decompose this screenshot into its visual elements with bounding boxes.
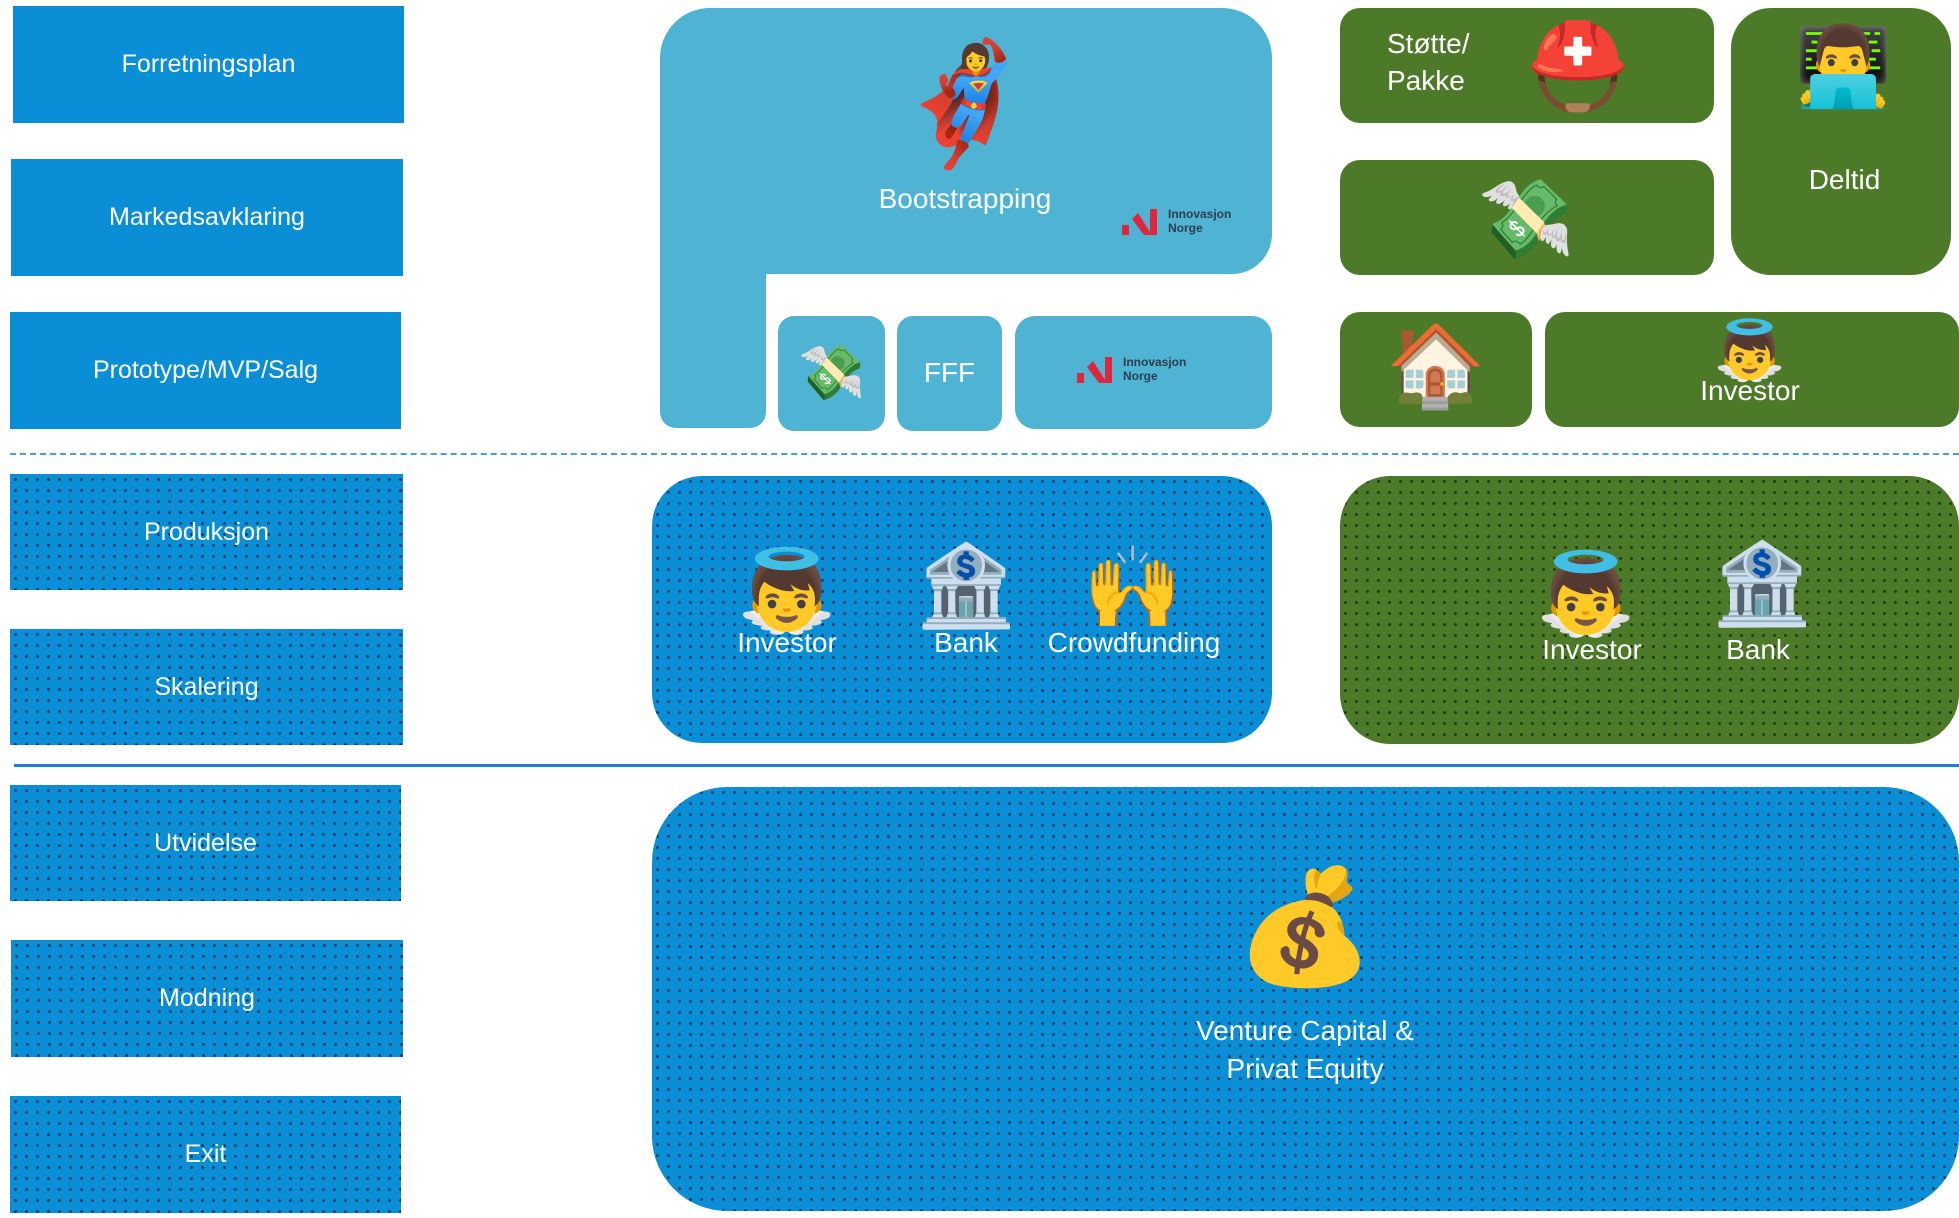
support-package-box: [1340, 8, 1714, 123]
fff-box: [897, 316, 1002, 431]
part-time-label: Deltid: [1808, 164, 1881, 195]
vc-line2: Privat Equity: [1226, 1052, 1384, 1084]
raising-hands-icon: 🙌: [1083, 543, 1183, 632]
house-icon: 🏠: [1386, 321, 1486, 410]
innovasjon-norge-mark-icon: [1077, 357, 1112, 383]
innovasjon-norge-mark-icon: [1122, 209, 1157, 235]
vc-line1: Venture Capital &: [1196, 1015, 1414, 1046]
logo-line2: Norge: [1168, 221, 1203, 235]
stage-label: Modning: [159, 984, 255, 1012]
logo-line1: Innovasjon: [1168, 207, 1232, 222]
investor-label: Investor: [1700, 375, 1800, 406]
money-wings-icon: 💸: [798, 343, 866, 403]
growth-funding-blue: [652, 476, 1272, 743]
money-wings-green-box: [1340, 160, 1714, 275]
venture-capital-panel: [652, 787, 1959, 1211]
bank-label: Bank: [1726, 634, 1790, 665]
logo-line1: Innovasjon: [1123, 355, 1187, 370]
superhero-icon: 🦸‍♀️: [890, 38, 1038, 170]
stage-exit: Exit: [10, 1096, 401, 1213]
solid-separator: [14, 764, 1959, 767]
technologist-icon: 👨‍💻: [1794, 22, 1892, 110]
investor-label: Investor: [737, 627, 837, 658]
support-package-label: Støtte/ Pakke: [1387, 26, 1469, 100]
money-wings-box: [778, 316, 885, 431]
innovasjon-norge-box: [1015, 316, 1272, 429]
stage-label: Prototype/MVP/Salg: [92, 356, 319, 384]
bank-icon: 🏦: [916, 541, 1016, 630]
stage-label: Utvidelse: [154, 828, 257, 857]
money-wings-icon: 💸: [1477, 175, 1575, 263]
house-box: [1340, 312, 1532, 427]
money-bag-icon: 💰: [1235, 864, 1375, 989]
angel-icon: 👼: [1713, 318, 1787, 383]
stage-label: Forretningsplan: [121, 50, 296, 78]
investor-label: Investor: [1542, 634, 1642, 665]
stage-modning: Modning: [11, 940, 403, 1057]
venture-capital-label: Venture Capital & Privat Equity: [1105, 1012, 1505, 1088]
bootstrapping-label: Bootstrapping: [878, 183, 1052, 214]
stage-markedsavklaring: Markedsavklaring: [11, 159, 403, 276]
stage-produksjon: Produksjon: [10, 474, 403, 590]
part-time-box: [1731, 8, 1951, 275]
angel-icon: 👼: [1536, 549, 1636, 638]
investor-green-box: [1545, 312, 1959, 427]
crowdfunding-label: Crowdfunding: [1047, 627, 1221, 658]
support-line1: Støtte/: [1387, 28, 1470, 59]
fff-label: FFF: [923, 357, 976, 388]
stage-skalering: Skalering: [10, 629, 403, 745]
growth-funding-green: [1340, 476, 1959, 744]
dashed-separator: [10, 453, 1959, 455]
support-line2: Pakke: [1387, 64, 1465, 96]
stage-prototype: Prototype/MVP/Salg: [10, 312, 401, 429]
logo-line2: Norge: [1123, 369, 1158, 383]
stage-forretningsplan: Forretningsplan: [13, 6, 404, 123]
bootstrapping-panel-stem: [660, 200, 766, 428]
stage-label: Produksjon: [143, 517, 270, 546]
angel-icon: 👼: [737, 546, 837, 635]
bank-icon: 🏦: [1712, 539, 1812, 628]
stage-label: Exit: [184, 1140, 227, 1168]
bank-label: Bank: [934, 627, 998, 658]
stage-label: Skalering: [154, 672, 259, 701]
helmet-icon: ⛑️: [1525, 19, 1631, 113]
stage-label: Markedsavklaring: [109, 203, 305, 231]
stage-utvidelse: Utvidelse: [10, 785, 401, 901]
